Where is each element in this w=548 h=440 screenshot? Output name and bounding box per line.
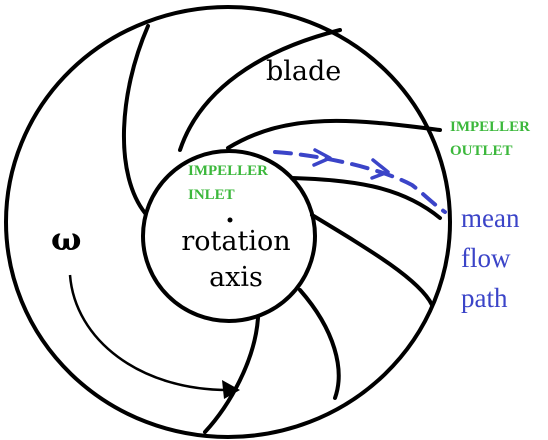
blade-curve — [310, 213, 434, 307]
mean-flow-label-line3: path — [461, 283, 508, 313]
blade-curve — [121, 24, 150, 215]
impeller-inlet-label-line2: INLET — [188, 187, 235, 203]
rotation-axis-label-line1: rotation — [181, 226, 290, 257]
impeller-outlet-label-line1: IMPELLER — [450, 119, 530, 135]
impeller-outlet-label-line2: OUTLET — [450, 143, 513, 159]
blade-curve — [178, 28, 342, 152]
mean-flow-label-line1: mean — [461, 203, 520, 233]
blade-curve — [290, 176, 442, 220]
blade-curve — [203, 316, 260, 434]
mean-flow-path — [273, 150, 447, 214]
flow-arrowhead — [312, 148, 332, 167]
rotation-axis-label-line2: axis — [209, 262, 263, 293]
mean-flow-label-line2: flow — [461, 243, 511, 273]
blade-curve — [226, 118, 442, 150]
omega-symbol: ω — [51, 220, 81, 258]
impeller-inlet-label-line1: IMPELLER — [188, 163, 268, 179]
rotation-arrow-curve — [68, 274, 229, 392]
outer-casing-circle — [4, 5, 452, 439]
blade-curve — [298, 288, 341, 400]
hub-circle — [141, 149, 317, 323]
blade-label: blade — [266, 56, 341, 87]
blades — [121, 24, 442, 434]
flow-arrowhead — [370, 158, 390, 180]
rotation-arrowhead — [222, 380, 240, 399]
rotation-axis-dot — [227, 217, 233, 223]
